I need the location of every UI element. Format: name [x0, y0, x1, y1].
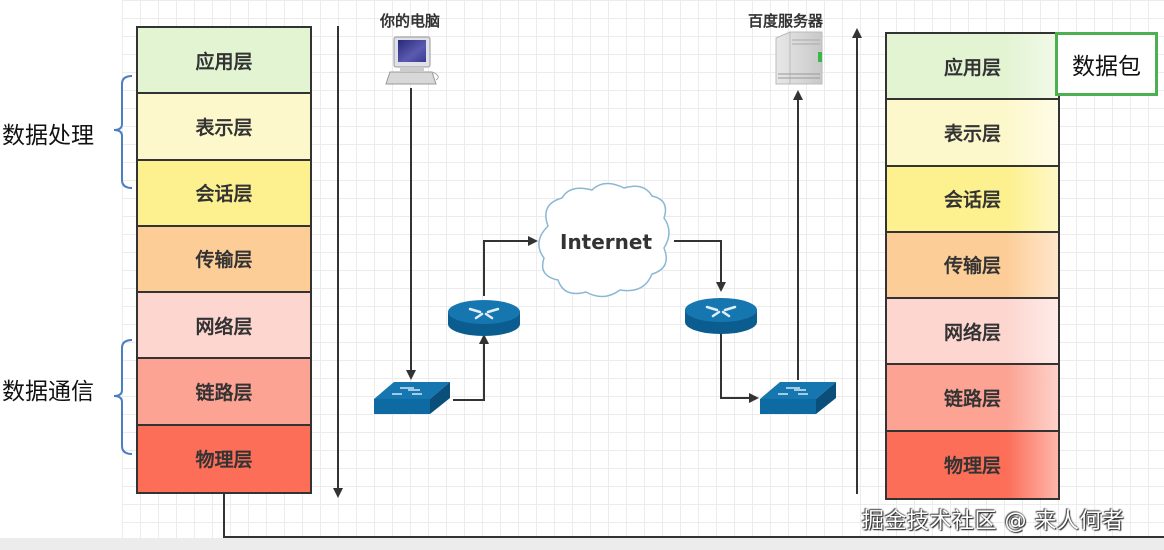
layer-application: 应用层: [138, 28, 310, 95]
bracket-data-communication: [113, 339, 133, 455]
bottom-band: [0, 538, 1164, 550]
layer-network: 网络层: [887, 299, 1058, 366]
left-osi-stack: 应用层 表示层 会话层 传输层 网络层 链路层 物理层: [136, 26, 312, 494]
data-packet-box: 数据包: [1055, 32, 1158, 96]
watermark: 掘金技术社区 @ 来人何者: [862, 509, 1125, 534]
group-label-data-communication: 数据通信: [2, 379, 94, 405]
layer-network: 网络层: [138, 293, 310, 360]
layer-transport: 传输层: [887, 232, 1058, 300]
internet-label: Internet: [560, 230, 653, 254]
router-to-internet-line: [483, 236, 538, 296]
data-packet-label: 数据包: [1072, 54, 1141, 80]
router-to-switch-line: [720, 330, 759, 403]
layer-presentation: 表示层: [887, 100, 1058, 167]
layer-physical: 物理层: [887, 431, 1058, 498]
switch-icon-2: [760, 382, 836, 414]
bracket-data-processing: [113, 75, 133, 189]
layer-session: 会话层: [138, 160, 310, 227]
router-icon-1: [448, 300, 520, 336]
layer-transport: 传输层: [138, 226, 310, 294]
right-osi-stack: 应用层 表示层 会话层 传输层 网络层 链路层 物理层: [885, 32, 1060, 500]
your-computer-label: 你的电脑: [380, 12, 441, 30]
layer-physical: 物理层: [138, 425, 310, 492]
internet-to-router-line: [674, 240, 726, 292]
internet-cloud: [538, 182, 670, 298]
layer-presentation: 表示层: [138, 94, 310, 161]
router-icon-2: [685, 298, 757, 334]
computer-icon: [385, 36, 439, 85]
switch-to-router-line: [453, 334, 489, 401]
layer-session: 会话层: [887, 166, 1058, 233]
server-icon: [775, 31, 823, 85]
switch-icon-1: [374, 382, 450, 414]
layer-datalink: 链路层: [138, 359, 310, 426]
group-label-data-processing: 数据处理: [2, 123, 94, 149]
layer-datalink: 链路层: [887, 365, 1058, 432]
baidu-server-label: 百度服务器: [748, 12, 824, 30]
physical-link-line: [223, 494, 1164, 538]
layer-application: 应用层: [887, 34, 1058, 101]
